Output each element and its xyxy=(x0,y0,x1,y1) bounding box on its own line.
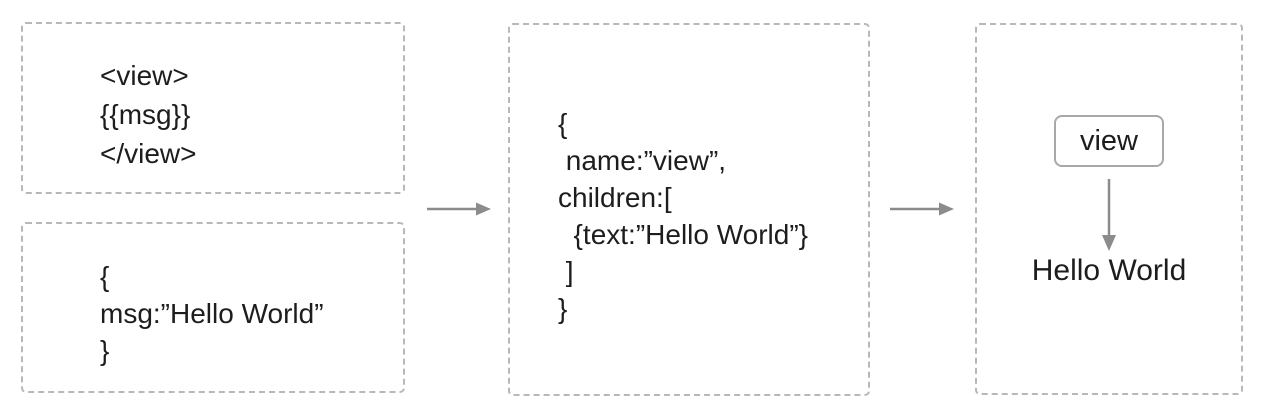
vdom-box: { name:”view”, children:[ {text:”Hello W… xyxy=(508,23,870,396)
code-line: children:[ xyxy=(558,182,672,213)
arrow-right-icon xyxy=(427,202,491,216)
code-line: ] xyxy=(558,256,574,287)
code-line: { xyxy=(100,261,110,292)
template-box: <view> {{msg}} </view> xyxy=(21,22,405,194)
arrow-right-icon xyxy=(890,202,954,216)
render-box: view Hello World xyxy=(975,23,1243,395)
view-node: view xyxy=(1054,115,1164,167)
code-line: </view> xyxy=(100,138,197,169)
code-line: } xyxy=(100,335,110,366)
data-box: { msg:”Hello World” } xyxy=(21,222,405,393)
code-line: <view> xyxy=(100,60,189,91)
code-line: name:”view”, xyxy=(558,145,727,176)
rendered-output-text: Hello World xyxy=(1031,254,1187,287)
code-line: msg:”Hello World” xyxy=(100,298,324,329)
code-line: {{msg}} xyxy=(100,99,191,130)
template-code: <view> {{msg}} </view> xyxy=(100,56,197,173)
code-line: {text:”Hello World”} xyxy=(558,219,809,250)
data-code: { msg:”Hello World” } xyxy=(100,258,324,369)
vdom-code: { name:”view”, children:[ {text:”Hello W… xyxy=(558,105,808,327)
view-node-label: view xyxy=(1079,124,1138,157)
code-line: { xyxy=(558,108,568,139)
arrow-down-icon xyxy=(1102,179,1116,251)
code-line: } xyxy=(558,293,568,324)
